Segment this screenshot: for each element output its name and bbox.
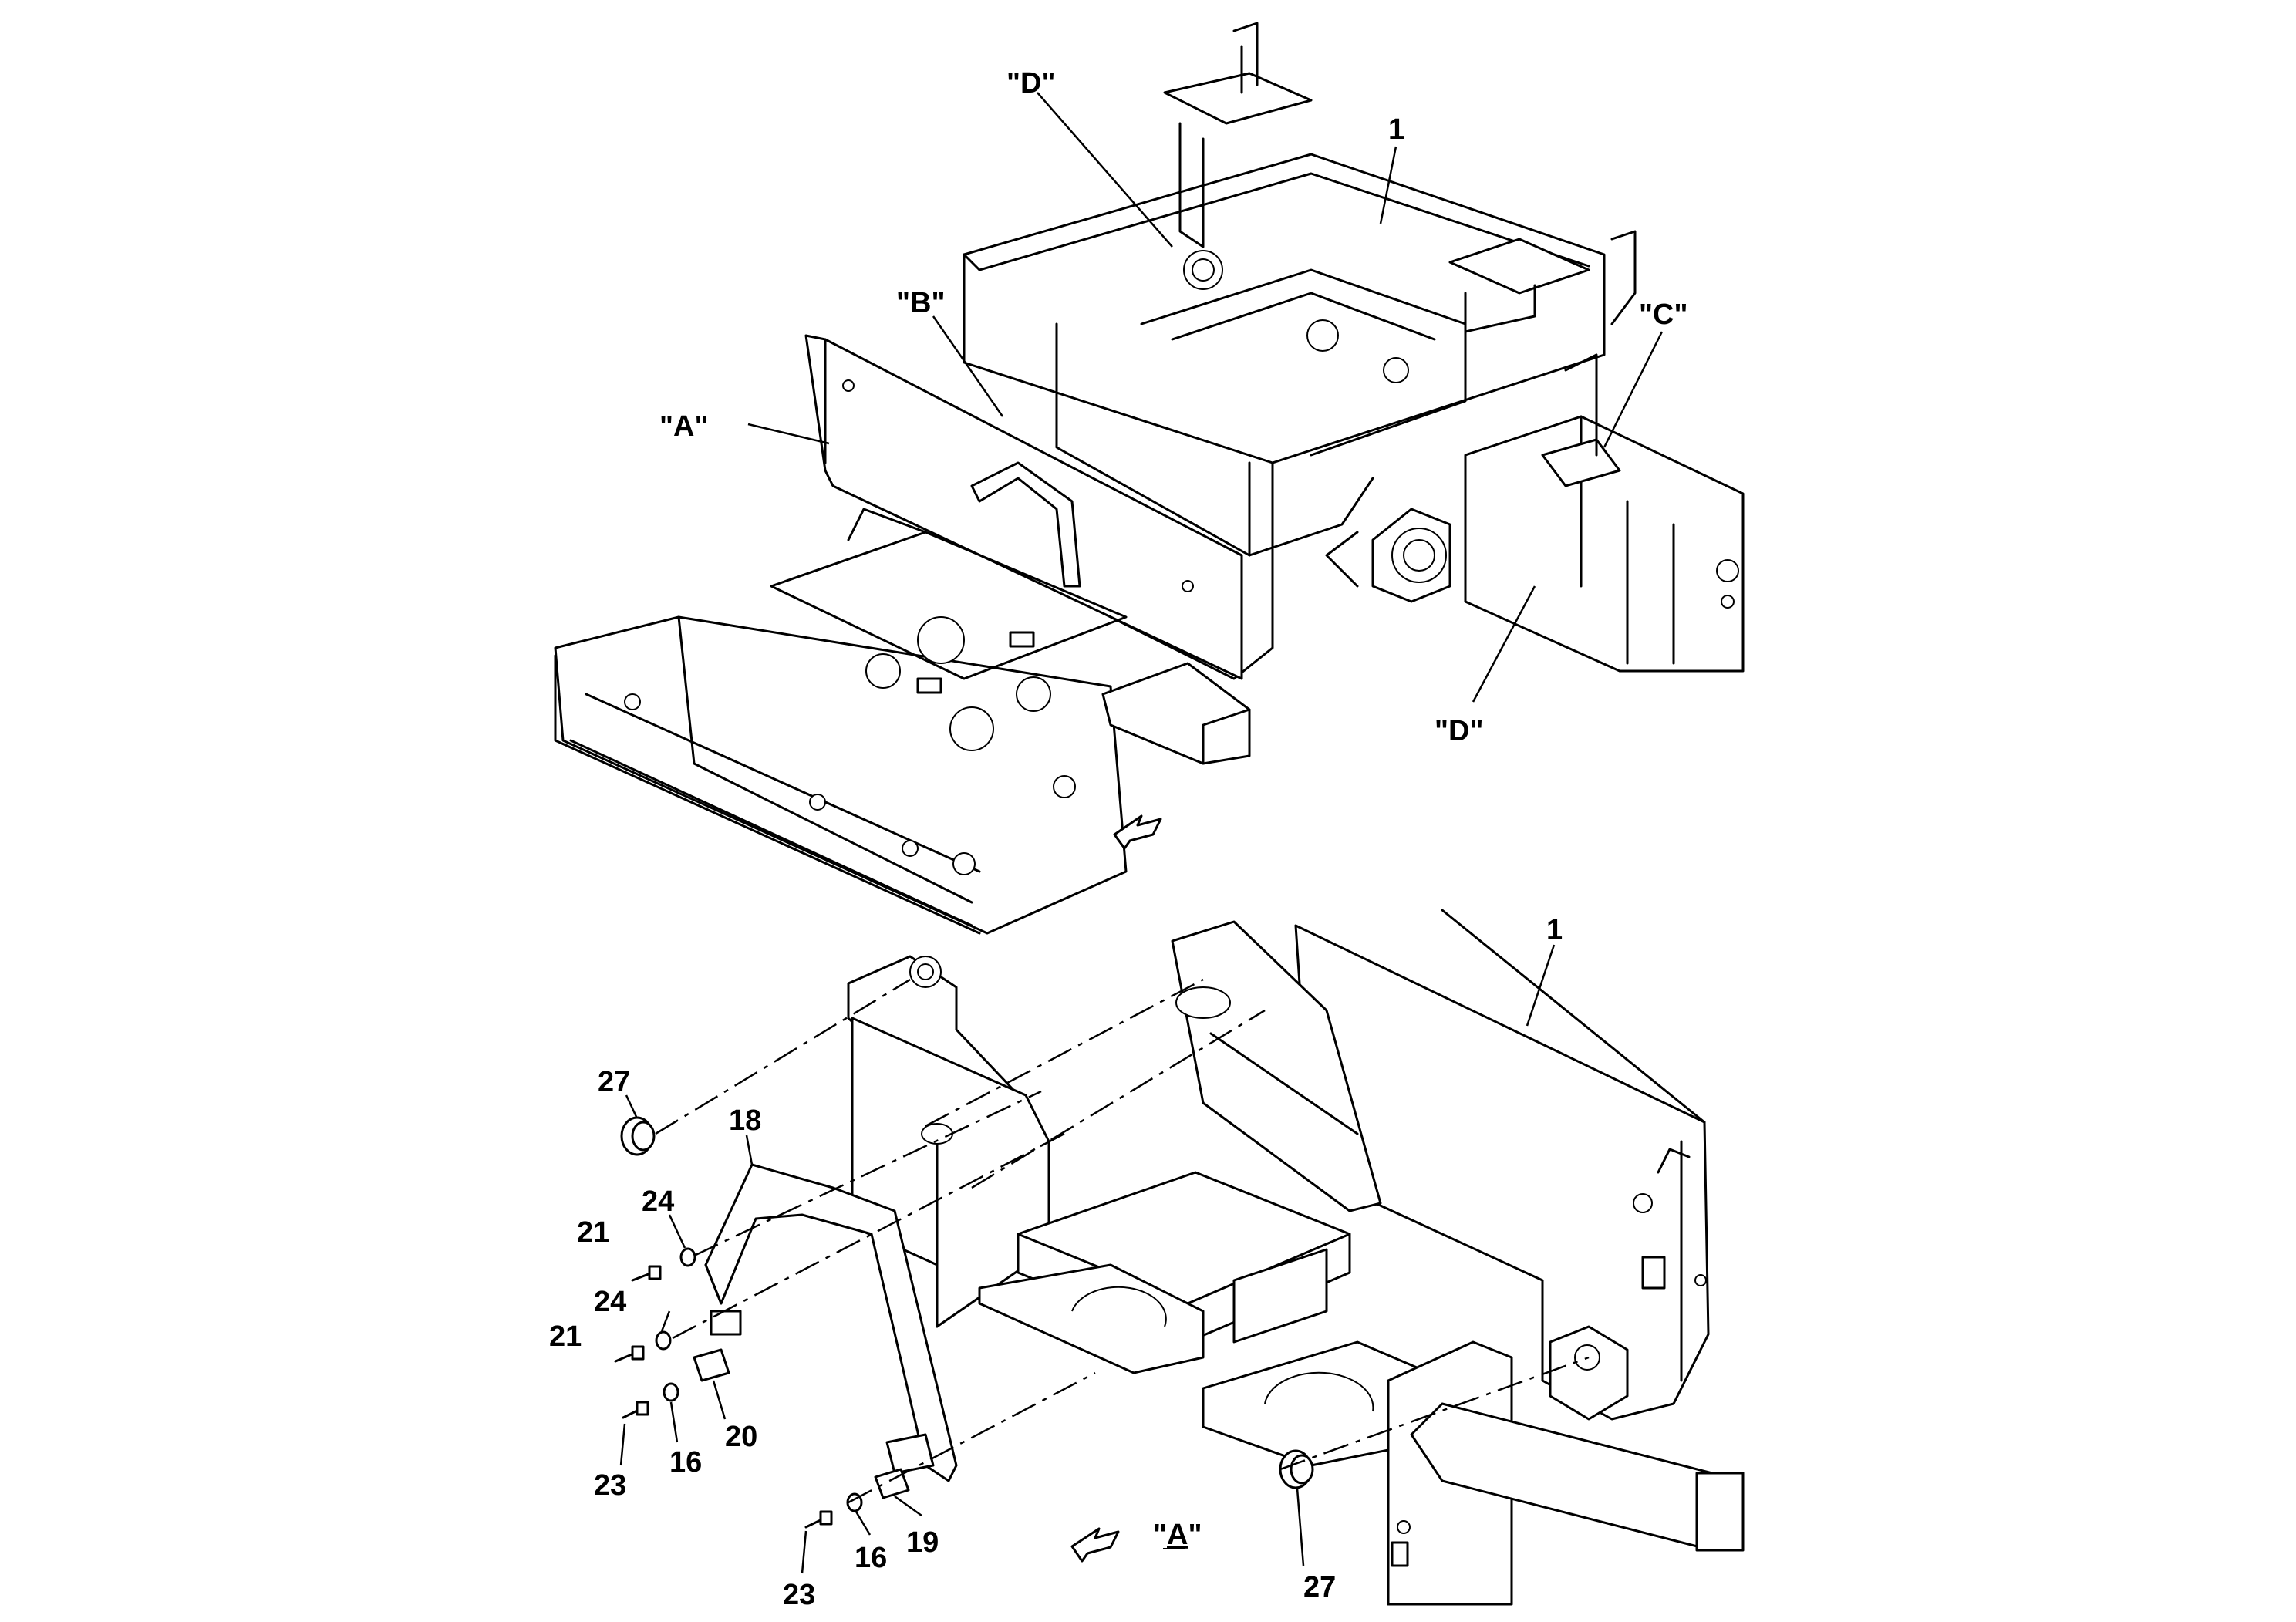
upper-frame-assembly [554,22,1745,935]
guard-frame-18 [704,1163,958,1482]
callout-c: "C" [1639,298,1687,331]
callout-18: 18 [729,1104,761,1137]
assembly-lines [655,978,1590,1504]
callout-21-upper: 21 [577,1216,609,1249]
lower-frame-detail [847,909,1745,1606]
view-label-letter: A [1167,1519,1188,1551]
callout-1-detail: 1 [1546,914,1563,946]
lower-leader-lines [619,944,1556,1574]
callout-16-bottom: 16 [855,1542,887,1574]
callout-labels: "D" 1 "B" "C" "A" "D" 1 27 18 24 21 24 2… [549,67,1687,1611]
callout-d-top: "D" [1006,67,1055,99]
callout-27-right: 27 [1303,1571,1336,1603]
callout-d-bottom: "D" [1435,715,1483,747]
hardware-parts [614,1116,1314,1529]
callout-24-lower: 24 [594,1286,626,1318]
view-label-a: "A" [1153,1519,1202,1551]
callout-19: 19 [906,1526,939,1559]
callout-b: "B" [896,287,945,319]
callout-23-bottom: 23 [783,1579,815,1611]
callout-1-top: 1 [1388,113,1404,146]
upper-leader-lines [747,92,1664,703]
callout-a: "A" [659,410,708,443]
callout-24-upper: 24 [642,1185,674,1218]
direction-arrow-icon [1113,814,1162,850]
callout-21-lower: 21 [549,1320,582,1353]
callout-23-left: 23 [594,1469,626,1502]
view-label-prefix: " [1153,1519,1167,1551]
view-label-suffix: " [1188,1519,1202,1551]
callout-16-left: 16 [669,1446,702,1479]
callout-20: 20 [725,1421,757,1453]
callout-27-left: 27 [598,1066,630,1098]
direction-arrow-icon [1070,1527,1120,1563]
